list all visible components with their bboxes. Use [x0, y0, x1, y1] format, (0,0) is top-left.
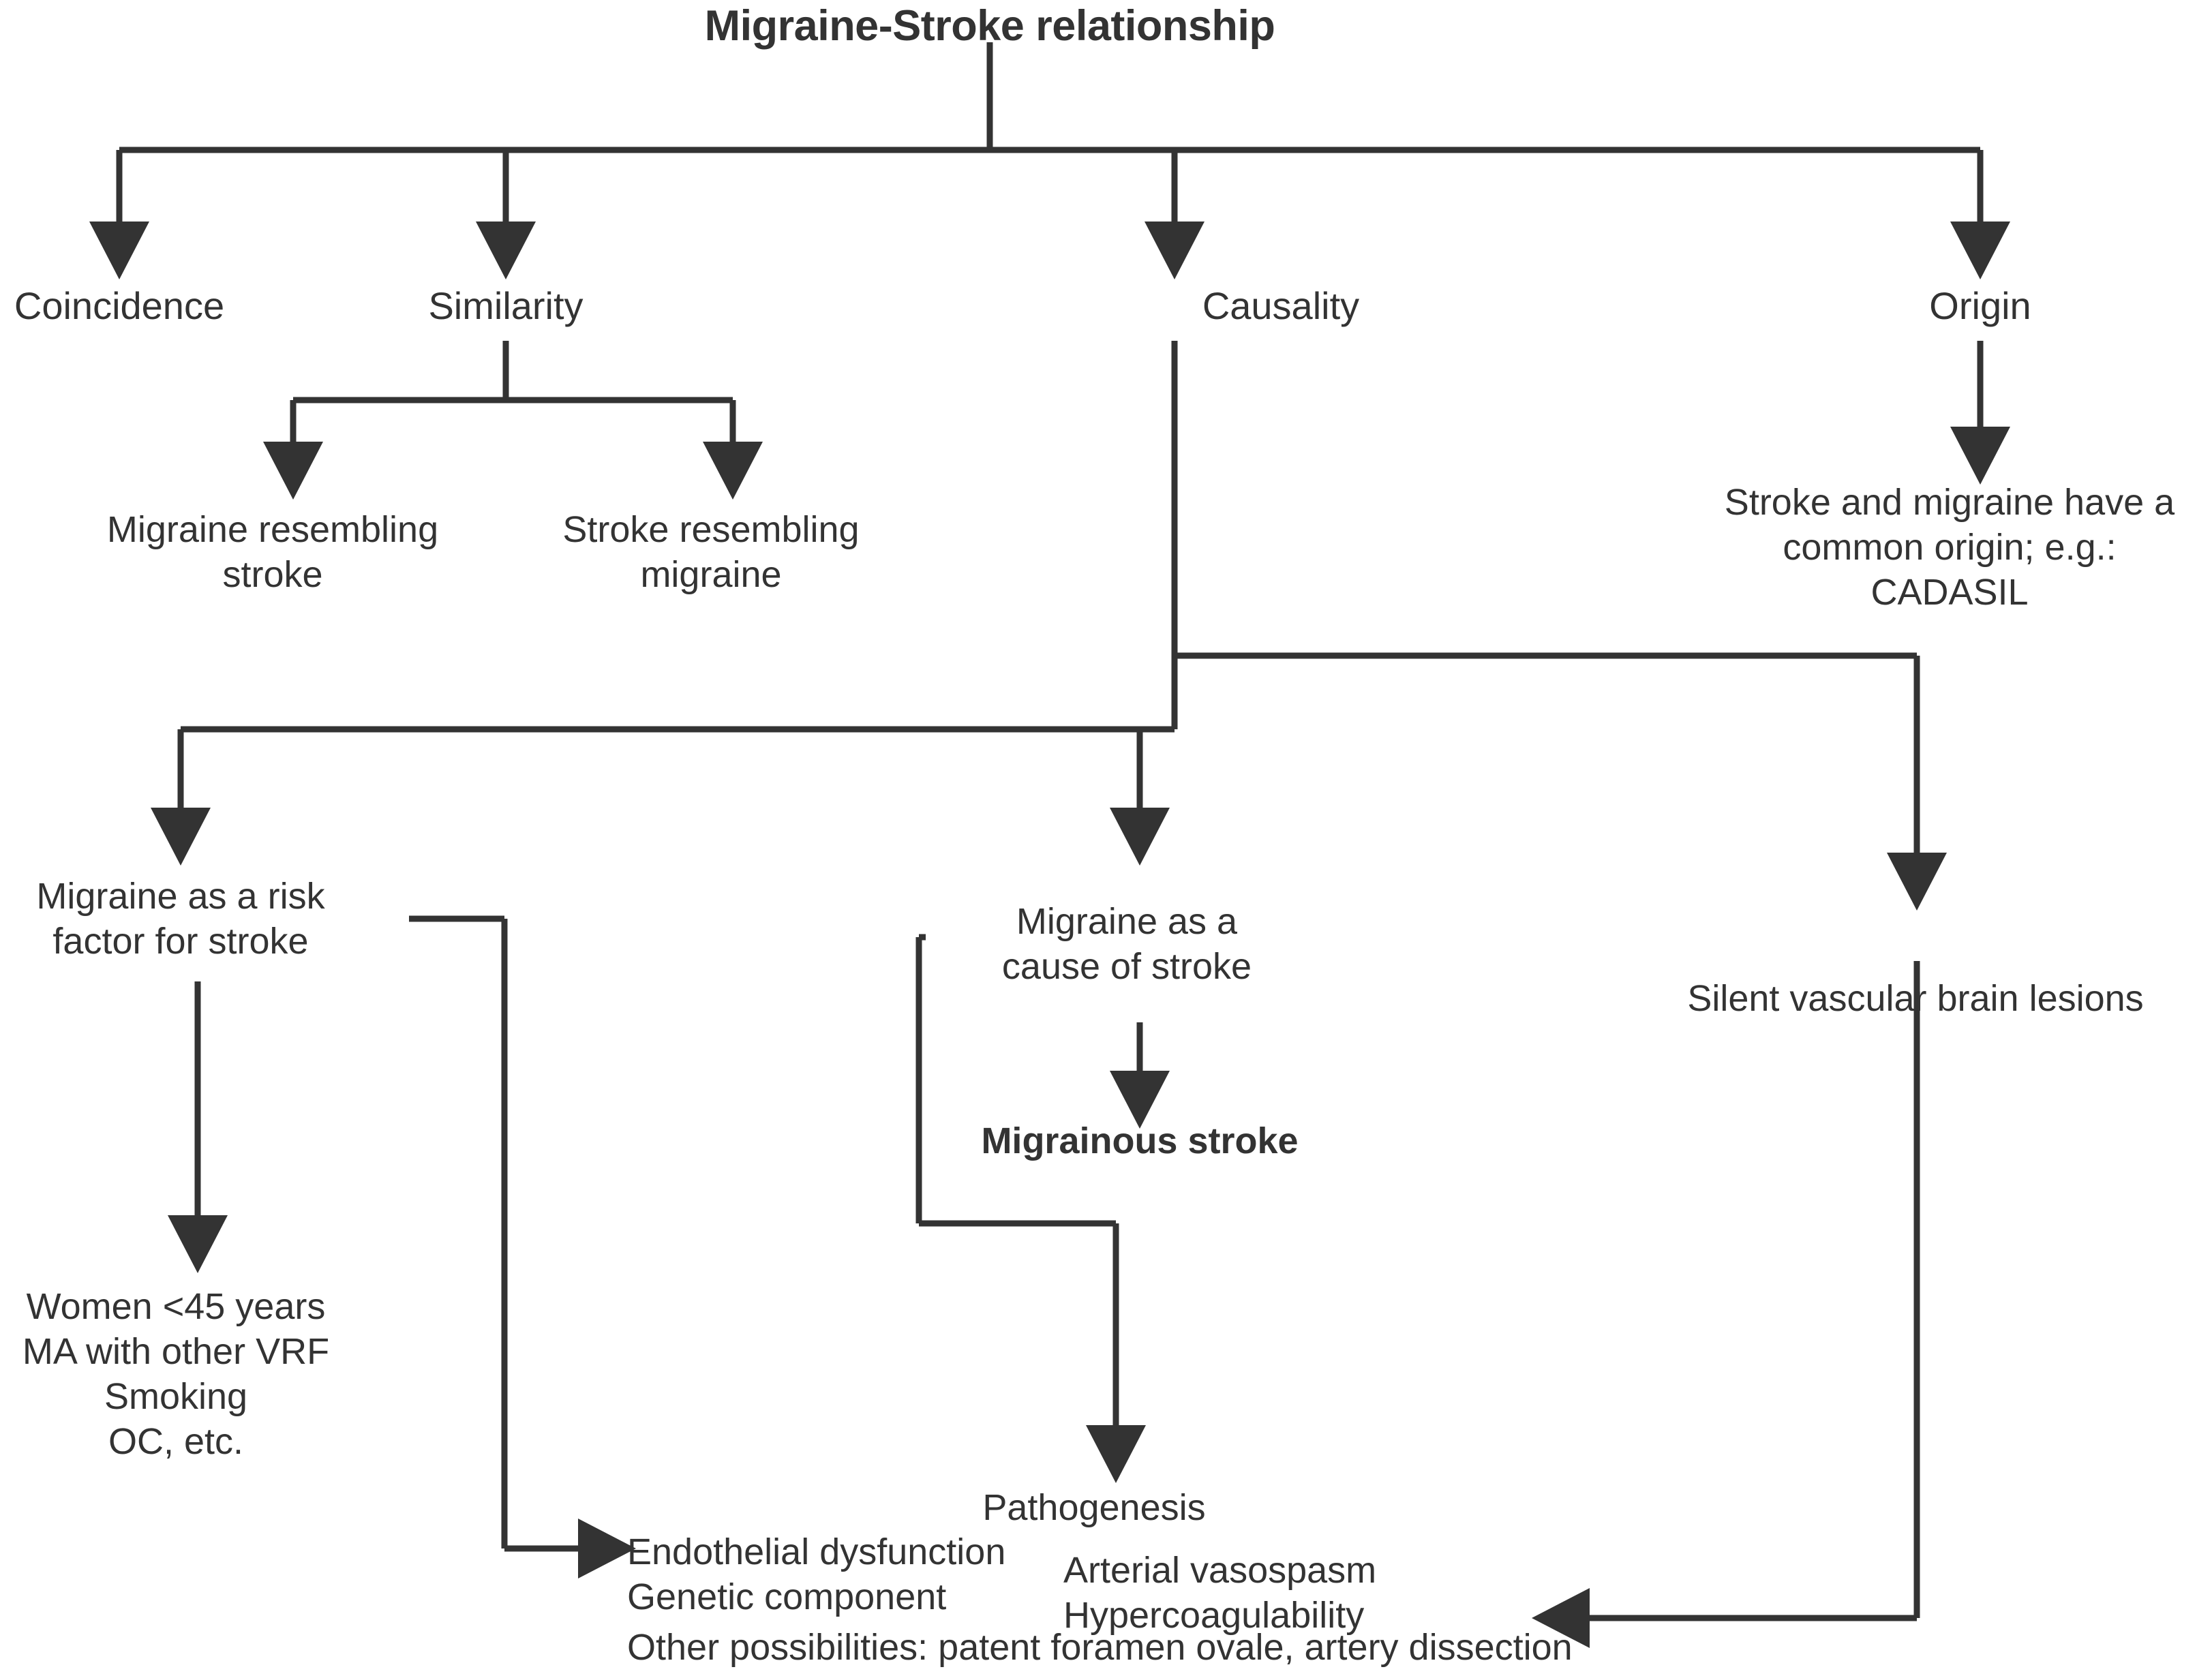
node-risk-list: Women <45 years MA with other VRF Smokin…: [22, 1286, 330, 1462]
node-cause-of-stroke: Migraine as a cause of stroke: [1001, 901, 1252, 987]
node-origin: Origin: [1929, 284, 2031, 327]
page-title: Migraine-Stroke relationship: [704, 2, 1275, 50]
arrowhead-mig-res-stroke: [263, 442, 323, 500]
node-silent-lesions: Silent vascular brain lesions: [1687, 978, 2144, 1019]
node-pathogenesis-heading: Pathogenesis: [982, 1487, 1206, 1528]
node-pathogenesis-column-left: Endothelial dysfunction Genetic componen…: [627, 1531, 1006, 1617]
node-coincidence: Coincidence: [14, 284, 225, 327]
node-pathogenesis-column-right: Arterial vasospasm Hypercoagulability: [1063, 1550, 1377, 1636]
node-stroke-resembling-migraine: Stroke resembling migraine: [562, 509, 860, 595]
arrowhead-stroke-res-mig: [703, 442, 763, 500]
arrowhead-similarity: [476, 222, 536, 279]
arrowhead-common-origin: [1950, 427, 2010, 485]
node-risk-factor: Migraine as a risk factor for stroke: [36, 876, 325, 962]
node-causality: Causality: [1202, 284, 1360, 327]
arrowhead-pathogenesis: [1086, 1425, 1146, 1483]
node-pathogenesis-other: Other possibilities: patent foramen oval…: [627, 1627, 1573, 1668]
node-migrainous-stroke: Migrainous stroke: [981, 1120, 1299, 1161]
arrowhead-origin: [1950, 222, 2010, 279]
arrowhead-cause-of-stroke: [1110, 808, 1170, 866]
arrowhead-causality: [1145, 222, 1205, 279]
arrowhead-silent-lesions: [1887, 853, 1947, 911]
arrowhead-risk-factor: [151, 808, 211, 866]
node-common-origin: Stroke and migraine have a common origin…: [1724, 482, 2175, 613]
node-migraine-resembling-stroke: Migraine resembling stroke: [106, 509, 439, 595]
arrowhead-coincidence: [89, 222, 149, 279]
arrowhead-risk-list: [168, 1215, 228, 1273]
node-similarity: Similarity: [428, 284, 584, 327]
